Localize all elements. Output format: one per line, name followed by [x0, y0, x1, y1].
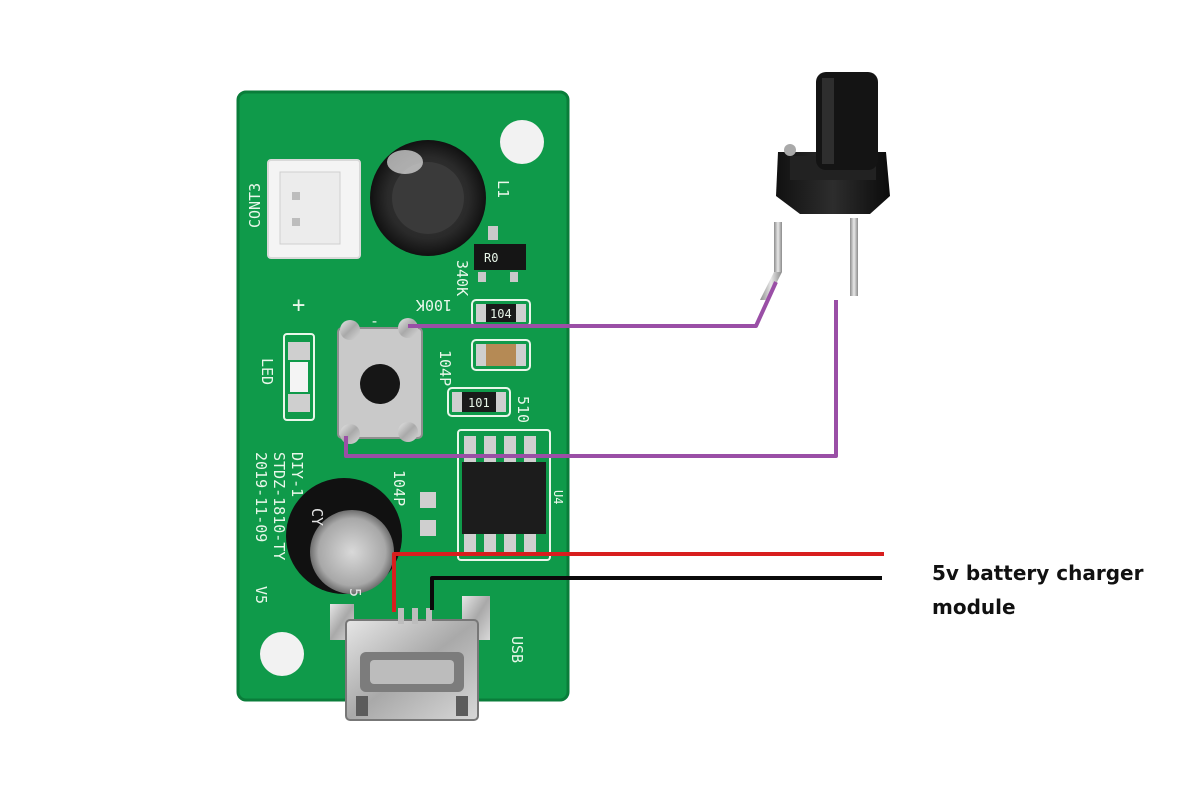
resistor-101-marking: 101 [468, 396, 490, 410]
pcb-board: CONT3 L1 R0 340K 100K 104 [236, 90, 570, 721]
mounting-hole-bottom-left [260, 632, 304, 676]
wire-purple-switch-1 [408, 281, 778, 328]
electrolytic-capacitor [286, 478, 402, 594]
res-340k-label: 340K [453, 260, 471, 296]
res-510-label: 510 [514, 396, 532, 423]
charger-module-annotation: 5v battery charger module [932, 556, 1172, 624]
date-label: 2019-11-09 [252, 452, 270, 542]
wire-red-positive [392, 552, 884, 612]
led-plus-label: + [292, 293, 305, 318]
ic-label: U4 [551, 490, 565, 504]
capacitor-pads [420, 492, 436, 536]
annotation-line-2: module [932, 595, 1016, 619]
capacitor-104p [471, 339, 531, 371]
cap-side-text: 5 [346, 588, 364, 597]
board-side-label: V5 [252, 586, 270, 604]
resistor-104 [471, 299, 531, 327]
wire-black-negative [430, 576, 882, 610]
cont3-connector [267, 159, 361, 259]
usb-label: USB [508, 636, 526, 663]
resistor-104-marking: 104 [490, 307, 512, 321]
cap-104p-2-label: 104P [390, 470, 408, 506]
inductor-label: L1 [494, 180, 512, 198]
mounting-hole-top-right [500, 120, 544, 164]
external-push-button [760, 72, 890, 300]
led-label: LED [258, 358, 276, 385]
cap-body-text: CY [308, 508, 326, 526]
transistor-marking: R0 [484, 251, 498, 265]
annotation-line-1: 5v battery charger [932, 561, 1144, 585]
led [283, 333, 315, 421]
cap-104p-label: 104P [436, 350, 454, 386]
connector-label: CONT3 [246, 183, 264, 228]
onboard-tactile-switch [337, 318, 423, 444]
model-label: STDZ-1810-TY [270, 452, 288, 560]
res-100k-label: 100K [416, 296, 452, 314]
wire-purple-switch-2 [344, 300, 838, 458]
transistor-r0 [474, 226, 526, 282]
diy-label: DIY-1 [288, 452, 306, 497]
micro-usb-connector [330, 596, 490, 721]
switch-minus-label: - [370, 312, 379, 330]
resistor-101 [447, 387, 511, 417]
inductor [370, 140, 486, 256]
